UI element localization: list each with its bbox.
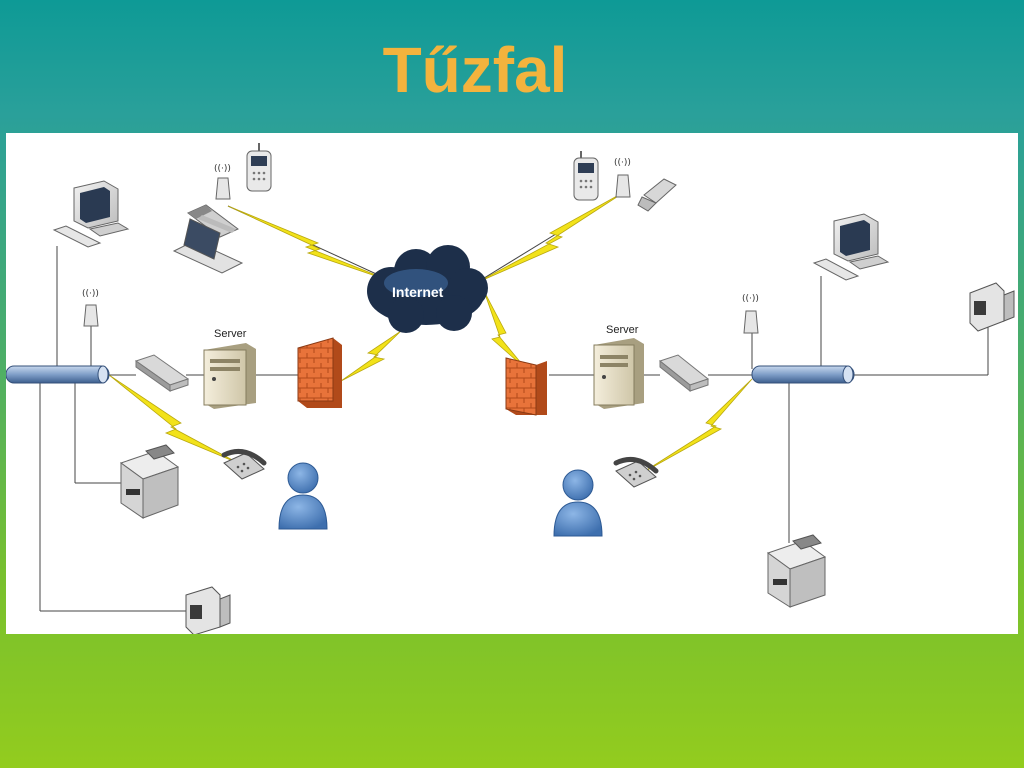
right-video-camera bbox=[969, 282, 1015, 332]
wireless-access-point-left: ((·)) bbox=[82, 289, 99, 327]
svg-text:((·)): ((·)) bbox=[614, 158, 631, 168]
right-server bbox=[593, 338, 644, 409]
slide-title: Tűzfal bbox=[382, 34, 568, 106]
right-desktop-computer bbox=[812, 213, 890, 281]
right-switch bbox=[658, 354, 710, 393]
internet-label: Internet bbox=[392, 284, 444, 300]
network-diagram: Internet Server Server bbox=[6, 133, 1018, 634]
svg-text:((·)): ((·)) bbox=[214, 164, 231, 174]
wireless-access-point-top-right: ((·)) bbox=[614, 158, 631, 198]
left-user bbox=[278, 462, 328, 530]
left-desktop-computer bbox=[52, 180, 130, 248]
left-printer bbox=[119, 444, 180, 519]
left-desk-telephone bbox=[221, 448, 267, 480]
left-server-label: Server bbox=[214, 328, 247, 340]
left-firewall bbox=[297, 337, 342, 408]
right-server-label: Server bbox=[606, 324, 639, 336]
right-network-bus bbox=[751, 365, 855, 384]
right-user bbox=[553, 469, 603, 537]
svg-text:((·)): ((·)) bbox=[742, 294, 759, 304]
left-switch bbox=[134, 354, 190, 392]
mobile-phone-top-right bbox=[573, 151, 599, 201]
right-desk-telephone bbox=[613, 456, 659, 488]
laptop bbox=[172, 204, 244, 274]
flip-phone bbox=[637, 178, 677, 212]
left-video-camera bbox=[185, 586, 231, 634]
right-firewall bbox=[505, 357, 547, 416]
wireless-access-point-laptop: ((·)) bbox=[214, 164, 231, 200]
left-server bbox=[203, 343, 256, 409]
right-printer bbox=[766, 534, 827, 608]
svg-text:((·)): ((·)) bbox=[82, 289, 99, 299]
internet-cloud bbox=[367, 245, 488, 333]
wireless-access-point-right: ((·)) bbox=[742, 294, 759, 334]
mobile-phone-top-left bbox=[246, 143, 272, 192]
left-network-bus bbox=[6, 365, 110, 384]
